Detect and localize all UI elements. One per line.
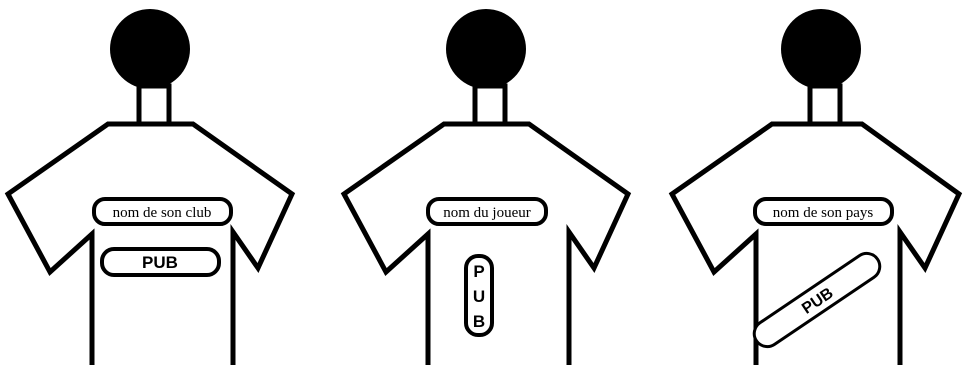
neck (139, 86, 169, 126)
neck (475, 86, 505, 126)
jersey-figure-club: nom de son club PUB (8, 9, 292, 365)
pub-letter-b: B (473, 312, 485, 331)
name-label: nom du joueur (443, 205, 531, 221)
pub-label: PUB (142, 253, 178, 272)
shirt-outline (8, 124, 292, 365)
head (110, 9, 190, 89)
pub-letter-u: U (473, 287, 485, 306)
name-label: nom de son pays (773, 205, 874, 221)
head (781, 9, 861, 89)
jersey-figure-pays: nom de son pays PUB (672, 9, 959, 365)
neck (810, 86, 840, 126)
shirt-outline (672, 124, 959, 365)
head (446, 9, 526, 89)
jersey-figure-joueur: nom du joueur P U B (344, 9, 628, 365)
pub-letter-p: P (473, 262, 484, 281)
name-label: nom de son club (113, 205, 212, 221)
